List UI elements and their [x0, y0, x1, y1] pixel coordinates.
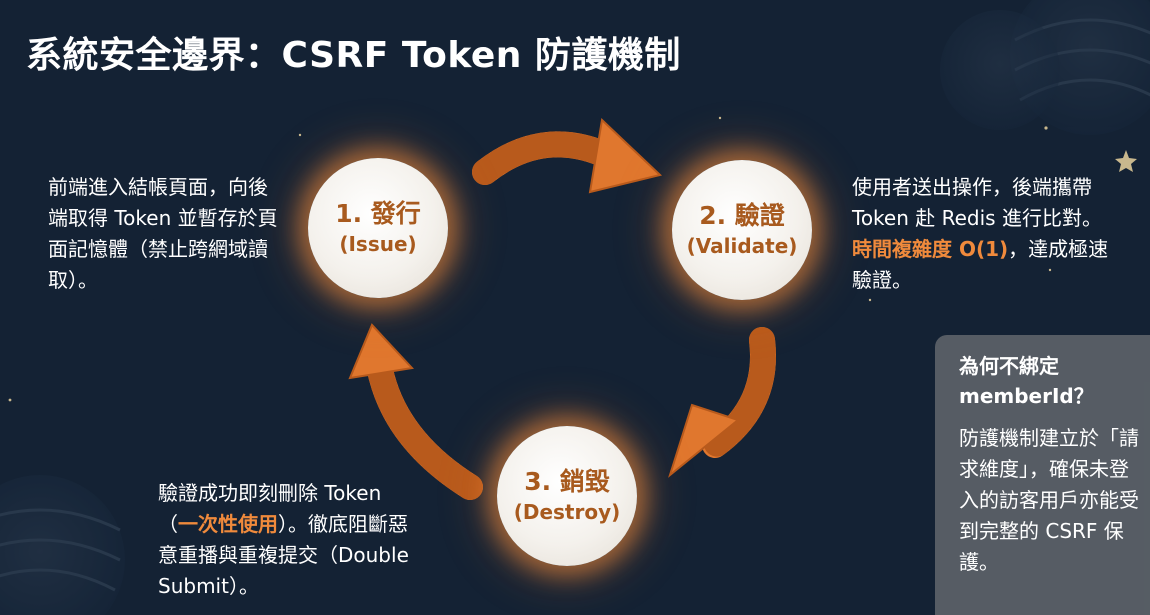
node-issue: 1. 發行 (Issue) — [308, 158, 448, 298]
star-dot — [298, 133, 302, 137]
node-validate: 2. 驗證 (Validate) — [672, 160, 812, 300]
destroy-description-highlight: 一次性使用 — [178, 512, 278, 536]
side-panel: 為何不綁定 memberId？ 防護機制建立於「請求維度」，確保未登入的訪客用戶… — [935, 335, 1150, 615]
validate-description-text: 使用者送出操作，後端攜帶 Token 赴 Redis 進行比對。 — [852, 175, 1102, 230]
cycle-arrows — [348, 117, 776, 500]
validate-description: 使用者送出操作，後端攜帶 Token 赴 Redis 進行比對。時間複雜度 O(… — [852, 172, 1110, 296]
star-dot — [8, 398, 12, 402]
node-issue-label: 1. 發行 — [335, 199, 421, 228]
validate-description-text-end: ，達成極速驗證。 — [852, 237, 1109, 292]
issue-description: 前端進入結帳頁面，向後端取得 Token 並暫存於頁面記憶體（禁止跨網域讀取）。 — [48, 175, 278, 292]
star-dot — [1048, 268, 1052, 272]
star-dot — [1044, 126, 1048, 130]
validate-description-highlight: 時間複雜度 O(1) — [852, 237, 1009, 261]
star-dot — [718, 116, 722, 120]
stars — [8, 116, 1137, 402]
bg-yarn-right — [940, 10, 1060, 130]
node-destroy-label: 3. 銷毀 — [524, 467, 610, 496]
destroy-description-text: 驗證成功即刻刪除 Token（ — [158, 481, 382, 536]
destroy-description-text-end: ）。徹底阻斷惡意重播與重複提交（Double Submit）。 — [158, 512, 409, 598]
side-panel-body: 防護機制建立於「請求維度」，確保未登入的訪客用戶亦能受到完整的 CSRF 保護。 — [959, 426, 1139, 574]
node-destroy-english: (Destroy) — [513, 500, 621, 524]
bg-yarn-bottom-left — [0, 475, 125, 615]
star-dot — [868, 298, 872, 302]
node-destroy: 3. 銷毀 (Destroy) — [497, 426, 637, 566]
arrow-issue-to-validate — [472, 117, 663, 194]
side-panel-title: 為何不綁定 memberId？ — [959, 354, 1094, 408]
page-title: 系統安全邊界：CSRF Token 防護機制 — [26, 35, 681, 76]
star-icon — [1115, 150, 1137, 172]
destroy-description: 驗證成功即刻刪除 Token（一次性使用）。徹底阻斷惡意重播與重複提交（Doub… — [158, 478, 420, 602]
node-validate-label: 2. 驗證 — [699, 201, 785, 230]
arrow-destroy-to-issue — [348, 323, 483, 500]
node-issue-english: (Issue) — [339, 232, 417, 256]
node-validate-english: (Validate) — [686, 234, 798, 258]
arrow-validate-to-destroy — [668, 327, 776, 478]
